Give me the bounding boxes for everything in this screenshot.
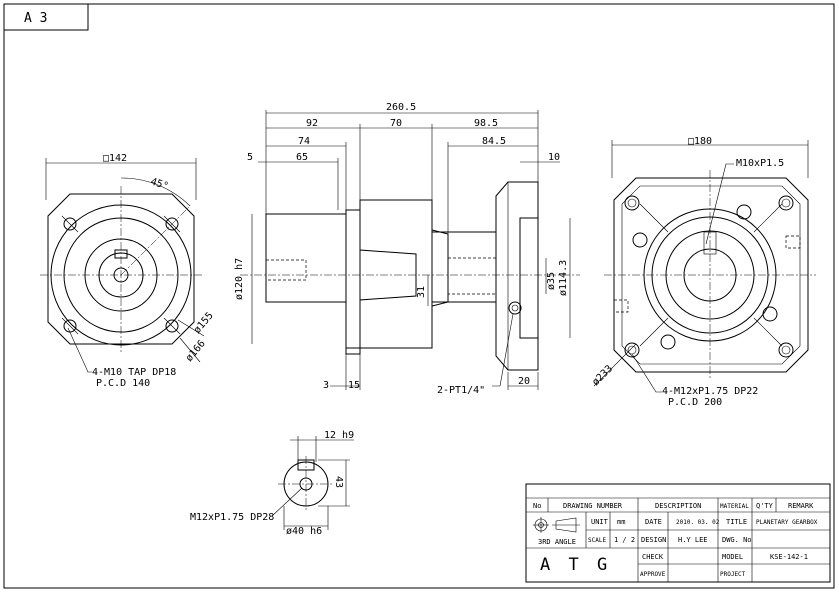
tb-project-label: PROJECT [720, 571, 746, 578]
side-input-shaft [265, 213, 347, 303]
title-block: No DRAWING NUMBER DESCRIPTION MATERIAL Q… [525, 483, 831, 583]
tb-hdr-description: DESCRIPTION [655, 502, 701, 510]
rear-square-dim: □180 [688, 136, 712, 147]
front-angle-dim: 45° [149, 176, 170, 192]
side-d31-dim: 31 [416, 286, 427, 298]
tb-date-label: DATE [645, 518, 662, 526]
side-d35-dim: ø35 [546, 272, 557, 290]
tb-unit-label: UNIT [591, 518, 609, 526]
front-tap-note: 4-M10 TAP DP18 [92, 367, 176, 378]
rear-holes-note: 4-M12xP1.75 DP22 [662, 386, 758, 397]
tb-scale-label: SCALE [588, 537, 606, 544]
tb-hdr-remark: REMARK [788, 502, 814, 510]
tb-hdr-drawing-number: DRAWING NUMBER [563, 502, 623, 510]
tb-dwg-label: DWG. No [722, 536, 752, 544]
side-d120-dim: ø120 h7 [234, 258, 245, 300]
front-d166-dim: ø166 [184, 338, 208, 364]
rear-view: □180 M10xP1.5 ø2 [590, 136, 816, 408]
rear-d233-dim: ø233 [590, 363, 615, 388]
shaft-height-dim: 43 [333, 476, 344, 488]
side-d3-dim: 3 [323, 380, 329, 391]
side-d65-dim: 65 [296, 152, 308, 163]
rear-bolt-holes [624, 195, 794, 358]
shaft-detail: 12 h9 43 ø40 h6 M12xP1.75 DP28 [190, 430, 354, 537]
tb-hdr-qty: Q'TY [756, 502, 774, 510]
tb-date-value: 2010. 03. 02 [676, 519, 720, 526]
tb-angle: 3RD ANGLE [538, 538, 576, 546]
side-d98-5-dim: 98.5 [474, 118, 498, 129]
third-angle-projection-icon [533, 517, 580, 533]
front-view: □142 45° ø155 ø166 [40, 153, 216, 389]
tb-hdr-no: No [533, 502, 541, 510]
tb-design-value: H.Y LEE [678, 536, 708, 544]
front-square-dim: □142 [103, 153, 127, 164]
shaft-key-dim: 12 h9 [324, 430, 354, 441]
side-overall-dim: 260.5 [386, 102, 416, 113]
tb-title-label: TITLE [726, 518, 747, 526]
tb-scale-value: 1 / 2 [614, 536, 635, 544]
side-d114-dim: ø114.3 [558, 260, 569, 296]
side-breather-plug [508, 301, 522, 315]
front-flange-outline [47, 193, 195, 345]
side-output-flange [495, 181, 539, 371]
tb-title-value: PLANETARY GEARBOX [756, 519, 818, 526]
tb-approve-label: APPROVE [640, 571, 666, 578]
side-d74-dim: 74 [298, 136, 310, 147]
front-pcd-note: P.C.D 140 [96, 378, 150, 389]
side-housing [359, 199, 449, 349]
side-view: 260.5 92 70 98.5 74 84.5 5 65 10 [234, 102, 580, 396]
rear-thread-note: M10xP1.5 [736, 158, 784, 169]
sheet-border [3, 3, 835, 589]
sheet-size-label: A 3 [24, 11, 47, 26]
front-d155-dim: ø155 [192, 310, 216, 336]
tb-model-value: KSE-142-1 [770, 553, 808, 561]
sheet-size-box [3, 3, 89, 31]
side-d92-dim: 92 [306, 118, 318, 129]
side-pt-note: 2-PT1/4" [437, 385, 485, 396]
tb-unit-value: mm [617, 518, 625, 526]
side-d84-5-dim: 84.5 [482, 136, 506, 147]
rear-flange-outline [613, 177, 809, 373]
side-d5-dim: 5 [247, 152, 253, 163]
tb-design-label: DESIGN [641, 536, 666, 544]
tb-hdr-material: MATERIAL [720, 503, 749, 510]
side-d70-dim: 70 [390, 118, 402, 129]
side-d15-dim: 15 [348, 380, 360, 391]
tb-check-label: CHECK [642, 553, 664, 561]
side-d10-dim: 10 [548, 152, 560, 163]
shaft-dia-dim: ø40 h6 [286, 526, 322, 537]
side-d20-dim: 20 [518, 376, 530, 387]
tb-model-label: MODEL [722, 553, 743, 561]
shaft-thread-note: M12xP1.75 DP28 [190, 512, 274, 523]
rear-pcd-note: P.C.D 200 [668, 397, 722, 408]
tb-logo: A T G [540, 555, 611, 575]
